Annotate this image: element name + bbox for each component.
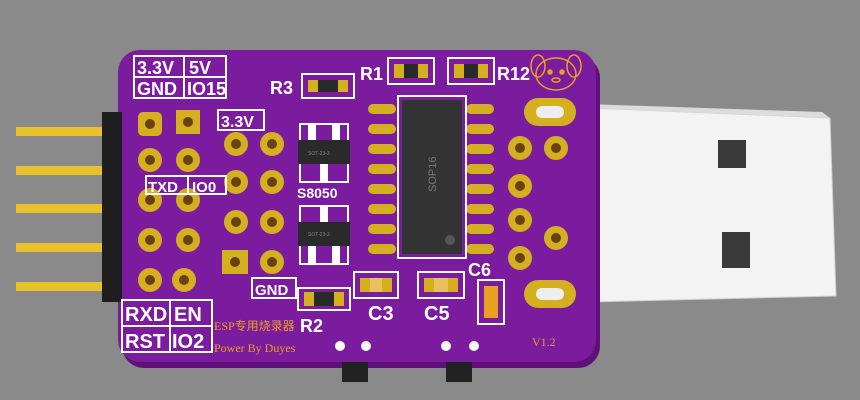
label-c3: C3 bbox=[368, 303, 394, 325]
label-r1: R1 bbox=[360, 64, 383, 84]
via-hole bbox=[441, 341, 451, 351]
label-io2: IO2 bbox=[172, 331, 204, 353]
resistor-r3 bbox=[318, 80, 338, 92]
usb-plug bbox=[586, 104, 837, 303]
label-gnd: GND bbox=[137, 79, 177, 99]
right-pads bbox=[508, 98, 576, 308]
usb-window-icon bbox=[722, 232, 750, 268]
resistor-r1 bbox=[404, 64, 418, 78]
resistor-r12 bbox=[464, 64, 478, 78]
label-s8050: S8050 bbox=[297, 185, 338, 201]
brand-line-2: Power By Duyes bbox=[214, 341, 296, 355]
label-5v: 5V bbox=[189, 58, 211, 78]
label-r3: R3 bbox=[270, 78, 293, 98]
pad-grid bbox=[138, 110, 284, 292]
label-c5: C5 bbox=[424, 303, 450, 325]
via-hole bbox=[469, 341, 479, 351]
label-sop16: SOP16 bbox=[427, 157, 439, 192]
label-sot-b: SOT-23-3 bbox=[308, 232, 330, 238]
label-gnd-bottom: GND bbox=[255, 282, 289, 299]
capacitor-c3 bbox=[353, 271, 399, 299]
header-pins bbox=[16, 112, 122, 302]
label-sot-a: SOT-23-3 bbox=[308, 151, 330, 157]
label-header-3v3: 3.3V bbox=[221, 114, 254, 131]
capacitor-c5 bbox=[417, 271, 465, 299]
label-c6: C6 bbox=[468, 260, 491, 280]
label-io0: IO0 bbox=[192, 179, 216, 196]
via-hole bbox=[335, 341, 345, 351]
capacitor-c6 bbox=[477, 279, 505, 325]
via-hole bbox=[361, 341, 371, 351]
resistor-r2 bbox=[314, 292, 334, 306]
usb-window-icon bbox=[718, 140, 746, 168]
transistor-lower: SOT-23-3 bbox=[298, 205, 350, 265]
dog-logo-icon bbox=[530, 54, 582, 91]
label-box-gnd bbox=[251, 277, 297, 299]
silk-labels-bottom-left: RXD EN RST IO2 bbox=[121, 299, 213, 353]
brand-line-1: ESP专用烧录器 bbox=[214, 318, 295, 333]
label-box-txd bbox=[145, 175, 227, 195]
header-housing bbox=[102, 112, 122, 302]
label-rst: RST bbox=[125, 331, 165, 353]
label-io15: IO15 bbox=[187, 79, 226, 99]
sop16-chip: SOP16 bbox=[368, 95, 494, 259]
silk-labels-top-left: 3.3V 5V GND IO15 bbox=[133, 55, 227, 99]
label-3v3: 3.3V bbox=[137, 58, 174, 78]
label-r2: R2 bbox=[300, 316, 323, 336]
label-en: EN bbox=[174, 304, 202, 326]
label-txd: TXD bbox=[148, 179, 178, 196]
version-label: V1.2 bbox=[532, 335, 556, 349]
label-r12: R12 bbox=[497, 64, 530, 84]
label-rxd: RXD bbox=[125, 304, 167, 326]
transistor-upper: SOT-23-3 bbox=[298, 123, 350, 183]
switch-right bbox=[446, 362, 472, 382]
switch-left bbox=[342, 362, 368, 382]
label-box-3v3 bbox=[217, 109, 265, 131]
